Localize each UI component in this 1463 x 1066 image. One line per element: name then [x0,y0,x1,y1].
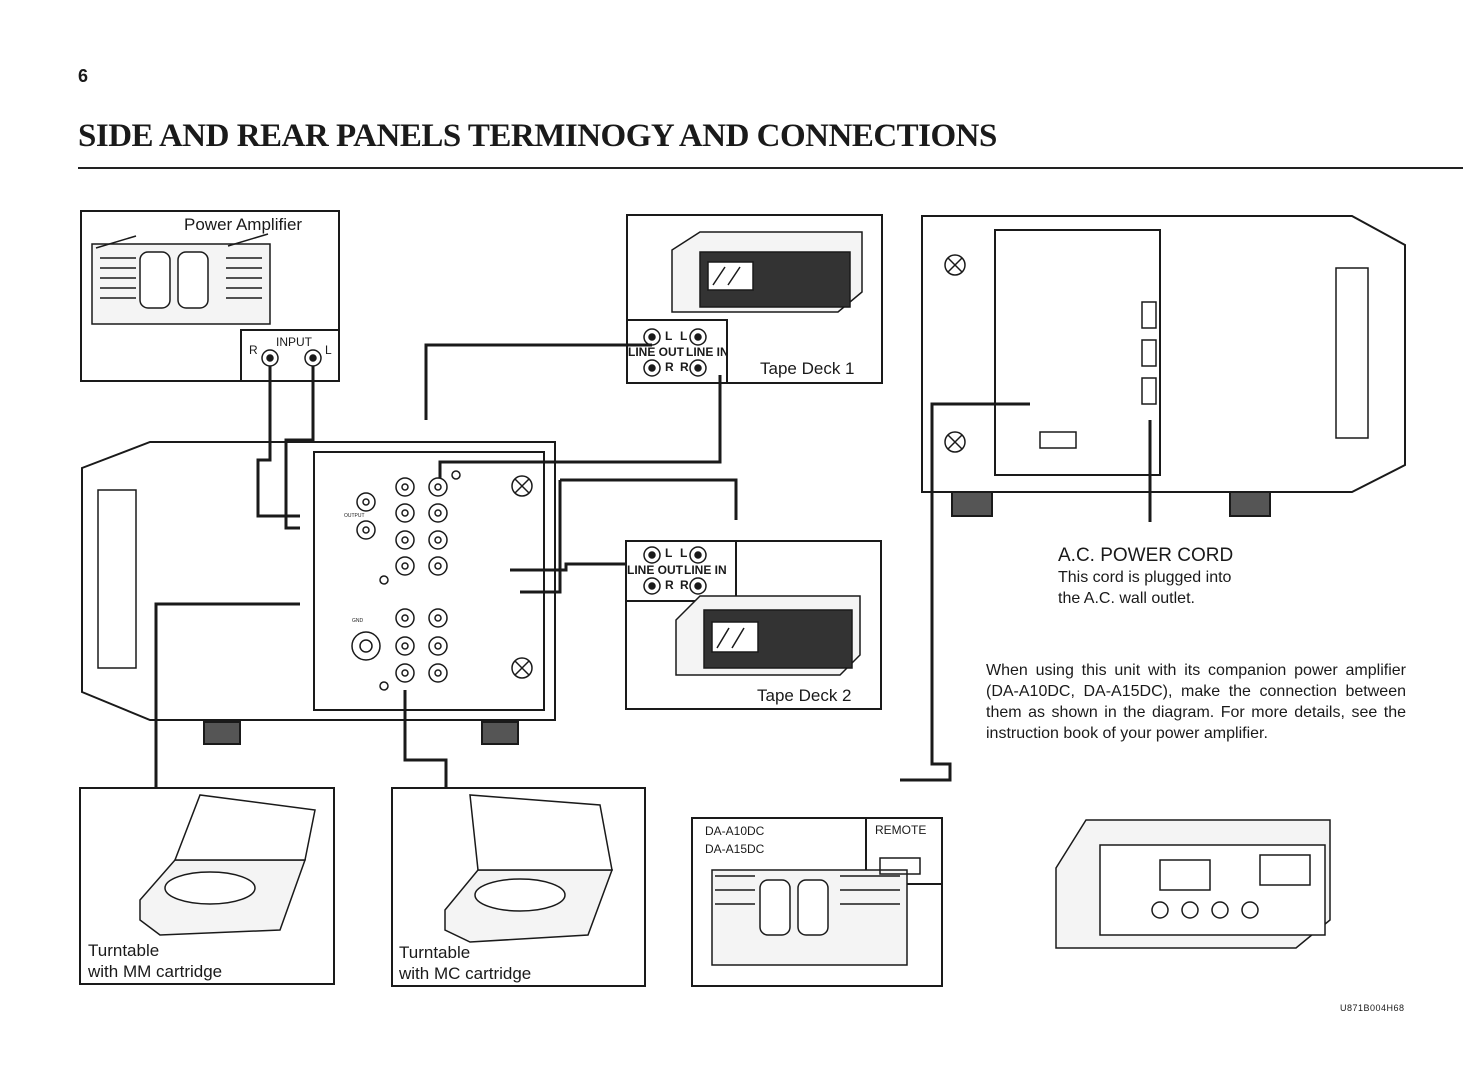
footer-code: U871B004H68 [1340,1003,1405,1013]
turntable-mc-line1: Turntable [399,943,471,962]
companion-amp-box [691,817,943,987]
companion-amp-rear-details [944,254,1157,453]
tape-deck-2-jack-panel [625,540,737,602]
tape-deck-1-l-out: L [665,329,673,343]
turntable-mm-box [79,787,335,985]
turntable-mc-label: Turntable with MC cartridge [399,942,531,984]
tape-deck-1-line-in: LINE IN [686,345,729,359]
tape-deck-2-jacks [643,546,707,595]
ac-cord-line-1: This cord is plugged into [1058,569,1232,586]
remote-label: REMOTE [875,823,927,837]
ac-cord-title: A.C. POWER CORD [1058,545,1234,566]
tape-deck-2-line-out: LINE OUT [627,563,683,577]
tape-deck-2-l-out: L [665,546,673,560]
tape-deck-2-illustration [675,595,861,676]
tape-deck-1-r-in: R [680,360,689,374]
turntable-mm-line1: Turntable [88,941,160,960]
companion-amp-rear-panel [994,229,1161,476]
tape-deck-1-jacks [643,328,707,377]
tape-deck-1-line-out: LINE OUT [628,345,684,359]
main-unit-rear-panel [313,451,545,711]
tape-deck-1-r-out: R [665,360,674,374]
power-amp-r-label: R [249,343,258,357]
turntable-mm-label: Turntable with MM cartridge [88,940,222,982]
power-amp-illustration [91,233,271,325]
tape-deck-2-r-in: R [680,578,689,592]
ac-cord-line-2: the A.C. wall outlet. [1058,590,1195,607]
turntable-mc-line2: with MC cartridge [399,964,532,983]
tape-deck-1-label: Tape Deck 1 [760,359,855,378]
turntable-mm-line2: with MM cartridge [88,962,223,981]
companion-amp-rear-outline [921,215,1406,493]
tape-deck-1-illustration [671,231,863,313]
remote-connector [879,857,921,875]
ac-cord-section: A.C. POWER CORD This cord is plugged int… [1058,545,1233,609]
tape-deck-2-l-in: L [680,546,688,560]
power-amp-input-panel [240,329,340,382]
page-title: SIDE AND REAR PANELS TERMINOGY AND CONNE… [78,118,997,154]
main-unit-tiny-labels: OUTPUT GND [344,513,365,624]
tape-deck-1-box [626,214,883,384]
turntable-mc-illustration [444,794,614,943]
power-amp-label: Power Amplifier [184,215,303,234]
tape-deck-1-l-in: L [680,329,688,343]
main-unit-foot [203,721,241,745]
companion-amp-side-vent [1335,267,1369,439]
companion-amp-models: DA-A10DC DA-A15DC [705,822,764,858]
main-unit-jacks [351,470,533,691]
companion-amp-model-1: DA-A10DC [705,824,765,838]
companion-front-illustration [1055,819,1331,949]
turntable-mc-box [391,787,646,987]
companion-amp-model-2: DA-A15DC [705,842,765,856]
companion-amp-illustration [711,869,908,966]
power-amp-box [80,210,340,382]
tape-deck-2-box [625,540,882,710]
main-unit-foot [481,721,519,745]
tape-deck-2-line-in: LINE IN [684,563,727,577]
title-rule [78,167,1463,169]
svg-text:OUTPUT: OUTPUT [344,513,365,519]
companion-amp-foot [1229,491,1271,517]
tape-deck-2-r-out: R [665,578,674,592]
companion-amp-note: When using this unit with its companion … [986,662,1406,742]
svg-text:GND: GND [352,618,364,624]
power-amp-input-label: INPUT [276,335,312,349]
page-number: 6 [78,66,89,86]
connection-cables [154,343,1152,788]
companion-amp-foot [951,491,993,517]
tape-deck-2-label: Tape Deck 2 [757,686,852,705]
main-unit-side-vent [97,489,137,669]
power-amp-input-jacks [261,349,322,367]
tape-deck-1-jack-panel [626,319,728,384]
turntable-mm-illustration [139,794,316,936]
power-amp-l-label: L [325,343,332,357]
